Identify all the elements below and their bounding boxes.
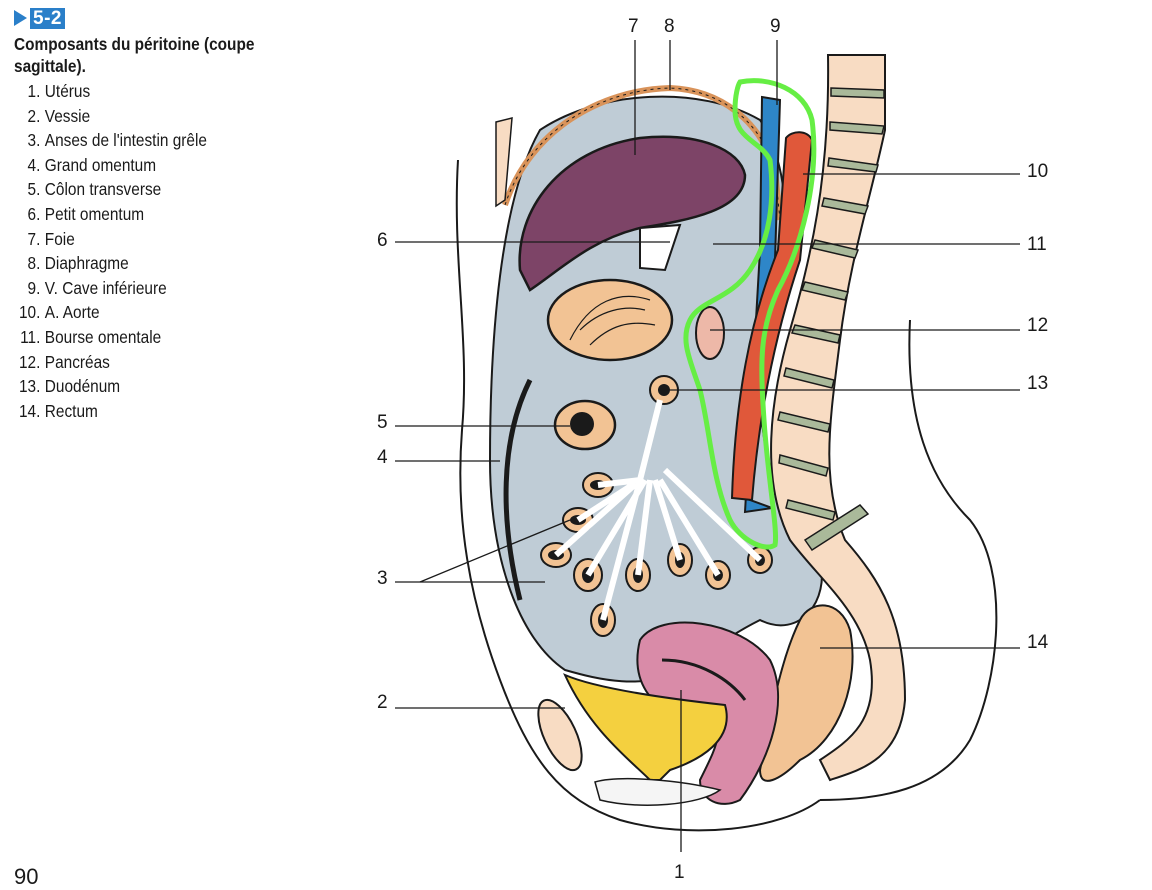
legend-item: 7.Foie bbox=[27, 228, 75, 249]
intervertebral-discs bbox=[777, 87, 885, 552]
callout-11: 11 bbox=[1027, 234, 1047, 255]
callout-13: 13 bbox=[1027, 373, 1048, 394]
callout-6: 6 bbox=[377, 230, 388, 251]
pancreas bbox=[695, 306, 725, 360]
legend-item: 4.Grand omentum bbox=[27, 154, 157, 175]
colon-lumen bbox=[570, 412, 594, 436]
greater-omentum bbox=[503, 378, 533, 601]
duodenum-lumen bbox=[658, 384, 670, 396]
legend-item: 10.A. Aorte bbox=[18, 302, 100, 323]
callout-9: 9 bbox=[770, 16, 781, 37]
callout-8: 8 bbox=[664, 16, 675, 37]
legend-item: 13.Duodénum bbox=[18, 376, 121, 397]
callout-14: 14 bbox=[1027, 632, 1049, 653]
leader-lines bbox=[395, 40, 1020, 852]
diaphragm-hatching bbox=[504, 87, 781, 221]
legend-item: 3.Anses de l'intestin grêle bbox=[27, 130, 207, 151]
uterine-cavity bbox=[661, 658, 747, 701]
legend-item: 11.Bourse omentale bbox=[20, 326, 162, 347]
legend-item: 14.Rectum bbox=[18, 400, 98, 421]
legend-item: 5.Côlon transverse bbox=[27, 179, 162, 200]
callout-2: 2 bbox=[377, 692, 388, 713]
figure-caption: 5-2 Composants du péritoine (coupe sagit… bbox=[14, 6, 314, 423]
aorta bbox=[730, 131, 814, 502]
callout-1: 1 bbox=[674, 862, 685, 883]
callout-12: 12 bbox=[1027, 315, 1048, 336]
callout-3: 3 bbox=[377, 568, 388, 589]
legend-item: 2.Vessie bbox=[27, 105, 91, 126]
stomach-folds bbox=[569, 295, 656, 346]
mesentery bbox=[554, 399, 763, 621]
legend-item: 12.Pancréas bbox=[18, 351, 110, 372]
stomach bbox=[546, 278, 674, 362]
legend-item: 8.Diaphragme bbox=[27, 253, 129, 274]
figure-tag: 5-2 bbox=[14, 6, 314, 30]
page-number: 90 bbox=[14, 864, 39, 889]
legend-item: 6.Petit omentum bbox=[27, 203, 145, 224]
callout-5: 5 bbox=[377, 412, 388, 433]
pubic-bone bbox=[537, 698, 583, 772]
spine bbox=[770, 54, 907, 782]
liver bbox=[518, 135, 747, 292]
figure-legend: 1.Utérus 2.Vessie 3.Anses de l'intestin … bbox=[14, 79, 314, 423]
legend-item: 1.Utérus bbox=[27, 81, 91, 101]
figure-title: Composants du péritoine (coupe sagittale… bbox=[14, 34, 255, 76]
callout-7: 7 bbox=[628, 16, 639, 37]
perineum bbox=[594, 777, 722, 806]
bladder bbox=[563, 673, 728, 781]
rib-fragment bbox=[495, 117, 513, 208]
callout-4: 4 bbox=[377, 447, 388, 468]
highlight-outline bbox=[683, 78, 817, 550]
figure-number: 5-2 bbox=[30, 7, 65, 29]
body-outline bbox=[455, 159, 998, 832]
triangle-right-icon bbox=[14, 10, 27, 26]
callout-10: 10 bbox=[1027, 161, 1048, 182]
lesser-omentum bbox=[639, 223, 682, 272]
legend-item: 9.V. Cave inférieure bbox=[27, 277, 167, 298]
